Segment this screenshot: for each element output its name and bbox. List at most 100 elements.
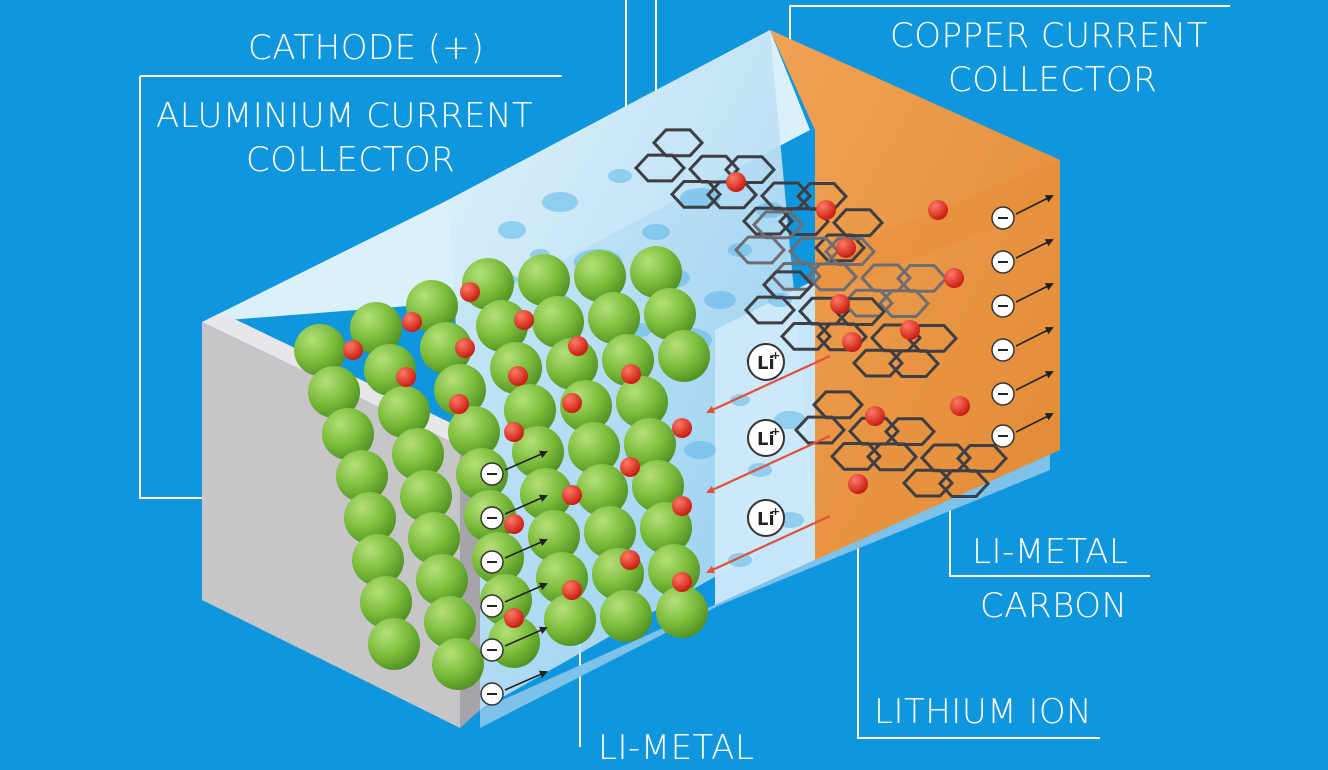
carbon-hexagon [831,208,885,238]
label-copper-collector-line2: COLLECTOR [948,60,1158,100]
lithium-ion-dot [672,496,692,516]
carbon-hexagon [759,181,813,211]
lithium-ion-dot [343,340,363,360]
lithium-ions [343,172,970,628]
lithium-ion-dot [449,394,469,414]
cathode-particle [392,428,444,480]
carbon-hexagon [787,236,841,266]
lithium-ion-dot [865,406,885,426]
label-lithium-ion: LITHIUM ION [874,692,1093,732]
cathode-particle [600,590,652,642]
cathode-particle [588,292,640,344]
cathode-particle [344,492,396,544]
lithium-ion-badge-charge: + [771,349,780,362]
lithium-ion-dot [620,550,640,570]
lithium-ion-dot [514,310,534,330]
cathode-particle [336,450,388,502]
cathode-particle [416,554,468,606]
lithium-ion-badge-icon: Li+ [747,499,785,537]
carbon-hexagon [895,264,949,293]
bubble [498,221,526,239]
electron-icon [991,413,1054,448]
cathode-particle [658,330,710,382]
cathode-particle [584,506,636,558]
bubble [730,394,750,406]
cathode-particle [448,406,500,458]
cathode-particle [360,576,412,628]
cathode-particle [630,246,682,298]
carbon-hexagon [651,128,705,158]
electron-icon [991,327,1054,362]
cathode-particle [518,254,570,306]
arrow-icon [504,582,548,603]
lithium-ion-dot [568,336,588,356]
lithium-ion-dot [508,366,528,386]
carbon-hexagon [751,210,805,240]
lithium-ion-dot [455,338,475,358]
label-aluminium-collector-line1: ALUMINIUM CURRENT [156,96,534,136]
cathode-particle [294,324,346,376]
cathode-particle [400,470,452,522]
label-anode-material-line1: LI-METAL [972,532,1129,572]
cathode-particle [656,586,708,638]
cathode-particle [512,426,564,478]
cathode-particle [574,250,626,302]
battery-cell-illustration: Li+Li+Li+ [139,0,1230,747]
cathode-particle [568,422,620,474]
cathode-particle [322,408,374,460]
leader-lithium-ion [857,492,1100,739]
ion-flow: Li+Li+Li+ [706,343,831,574]
lithium-ion-badge-label: Li [757,509,775,530]
lithium-ion-dot [848,474,868,494]
bubble [728,553,752,567]
lithium-ion-dot [836,238,856,258]
cathode-electrons [480,450,548,706]
cathode-particle [616,376,668,428]
bubble [642,224,670,240]
lithium-ion-dot [900,320,920,340]
arrow-icon [1015,413,1054,433]
lithium-ion-badge-charge: + [771,425,780,438]
arrow-icon [504,494,548,515]
cathode-particle [528,510,580,562]
carbon-hexagon [883,417,937,446]
lithium-ion-dot [672,418,692,438]
lithium-ion-dot [504,514,524,534]
electron-icon [480,670,548,706]
electron-icon [480,626,548,662]
cathode-particle [352,534,404,586]
bubble [542,192,578,212]
electron-icon [991,195,1054,230]
cathode-particle [420,322,472,374]
lithium-ion-dot [944,268,964,288]
bubble [728,243,752,257]
arrow-icon [1015,283,1054,303]
carbon-hexagon [811,390,865,420]
electrolyte-bottom-face [480,440,1050,728]
leader-lines [139,0,1230,747]
label-cathode-material-partial: LI-METAL [598,728,755,768]
cathode-particle [544,594,596,646]
cathode-particle [602,334,654,386]
electron-icon [991,283,1054,318]
lithium-ion-dot [672,572,692,592]
arrow-icon [1015,327,1054,347]
arrow-icon [1015,239,1054,259]
arrow-icon [504,450,548,471]
arrow-icon [504,626,548,647]
electron-icon [480,494,548,530]
lithium-ion-dot [621,364,641,384]
bubble [680,188,720,208]
arrow-icon [504,670,548,691]
cathode-particle [408,512,460,564]
carbon-hexagon [847,416,901,446]
cathode-particle [624,418,676,470]
lithium-ion-badge-icon: Li+ [747,419,785,457]
bubble [774,411,806,429]
anode-electrons [991,195,1054,448]
ion-flow-arrow [706,435,831,494]
carbon-hexagon [955,444,1009,473]
cathode-particle [424,596,476,648]
leader-copper [789,5,1230,45]
lithium-ion-badge-icon: Li+ [747,343,785,381]
